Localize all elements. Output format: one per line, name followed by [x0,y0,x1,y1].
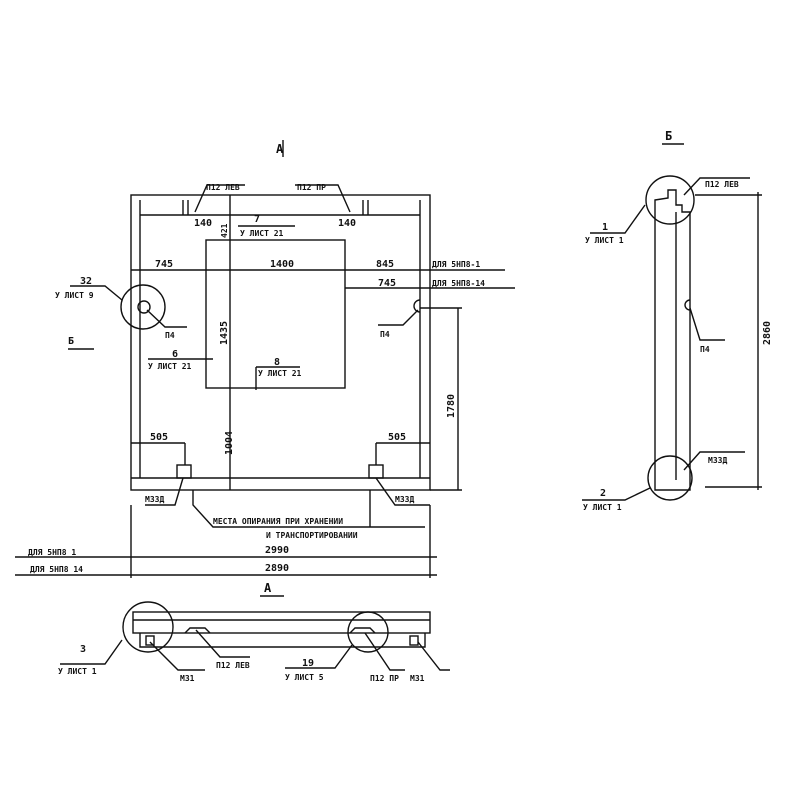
label-p12-left-view-a: П12 ЛЕВ [216,661,250,670]
callout-2-sheet: У ЛИСТ 1 [583,503,622,512]
slab-rib [139,633,426,648]
detail-circle-19 [347,611,389,653]
label-p12-left: П12 ЛЕВ [206,183,240,192]
leader [689,307,725,341]
detail-circle-3 [122,601,174,653]
detail-circle-32 [120,284,166,330]
label-m33d-view-b: М33Д [708,456,727,465]
dim-140-right: 140 [338,218,356,229]
opening [205,239,346,389]
callout-32-sheet: У ЛИСТ 9 [55,291,94,300]
dim-421: 421 [220,223,229,238]
leader [295,184,351,213]
view-a-title: А [264,581,272,595]
leader [70,285,123,301]
dim-2990: 2990 [265,545,289,556]
callout-3-sheet: У ЛИСТ 1 [58,667,97,676]
label-p4-left: П4 [165,331,175,340]
leader [364,632,405,671]
callout-1-number: 1 [602,222,608,233]
section-a-marker: А [276,142,284,156]
slab-side-profile [654,189,691,491]
dim-1400: 1400 [270,259,294,270]
callout-6-number: 6 [172,349,178,360]
dim-845: 845 [376,259,394,270]
callout-2-number: 2 [600,488,606,499]
dim-745-right: 745 [378,278,396,289]
callout-1-sheet: У ЛИСТ 1 [585,236,624,245]
leader [195,629,250,658]
label-for-5np8-1: ДЛЯ 5НП8-1 [432,260,480,269]
label-m33d-left: М33Д [145,495,164,504]
label-p4-view-b: П4 [700,345,710,354]
leader [192,490,425,528]
view-a: А 3 У ЛИСТ 1 М31 П12 ЛЕВ 19 У ЛИСТ 5 П12… [58,581,450,683]
dim-1780: 1780 [446,394,457,418]
label-p12-right-view-a: П12 ПР [370,674,399,683]
label-for-5np8-14-total: ДЛЯ 5НП8 14 [30,565,83,574]
dim-505-right: 505 [388,432,406,443]
leader [417,641,450,671]
dim-2860: 2860 [762,321,773,345]
callout-6-sheet: У ЛИСТ 21 [148,362,192,371]
section-b-marker: Б [68,336,74,347]
label-for-5np8-14: ДЛЯ 5НП8-14 [432,279,485,288]
label-m33d-right: М33Д [395,495,414,504]
dim-745-left: 745 [155,259,173,270]
m33d-insert-icon [176,464,192,479]
leader [582,487,651,501]
detail-circle-1 [645,175,695,225]
dim-140-left: 140 [194,218,212,229]
view-b: Б П12 ЛЕВ 1 У ЛИСТ 1 П4 2860 М33Д 2 У ЛИ… [582,129,773,512]
leader [146,309,187,328]
leader [683,177,750,196]
label-m31-left: М31 [180,674,195,683]
leader [145,477,184,506]
leader [375,477,430,506]
dim-2890: 2890 [265,563,289,574]
label-for-5np8-1-total: ДЛЯ 5НП8 1 [28,548,76,557]
detail-circle-2 [647,455,693,501]
label-p12-right: П12 ПР [297,183,326,192]
p12-left-notch [184,627,211,634]
callout-7-number: 7 [254,214,260,225]
callout-8-number: 8 [274,357,280,368]
callout-19-sheet: У ЛИСТ 5 [285,673,324,682]
dim-505-left: 505 [150,432,168,443]
callout-8-sheet: У ЛИСТ 21 [258,369,302,378]
p12-right-notch [349,627,376,634]
leader [60,639,123,665]
callout-32-number: 32 [80,276,92,287]
dim-1004: 1004 [224,431,235,455]
m33d-insert-icon [368,464,384,479]
p4-loop-icon-side [684,299,691,311]
callout-19-number: 19 [302,658,314,669]
leader [149,641,205,671]
dim-1435: 1435 [219,321,230,345]
leader [590,204,646,234]
m31-insert-icon [145,635,155,646]
leader [378,309,419,326]
support-note-line-1: МЕСТА ОПИРАНИЯ ПРИ ХРАНЕНИИ [213,517,343,526]
label-p4-right: П4 [380,330,390,339]
leader [683,451,745,471]
plan-view: А П12 ЛЕВ П12 ПР 140 140 421 7 У ЛИСТ 21… [15,140,515,578]
label-m31-right: М31 [410,674,425,683]
p4-loop-icon [137,300,151,314]
view-b-title: Б [665,129,672,143]
p4-loop-icon-right [413,299,421,313]
callout-3-number: 3 [80,644,86,655]
m31-insert-icon [409,635,419,646]
plan-outline [130,194,431,491]
callout-7-sheet: У ЛИСТ 21 [240,229,284,238]
leader [285,644,353,669]
slab-section [132,611,431,634]
leader [194,184,245,213]
support-note-line-2: И ТРАНСПОРТИРОВАНИИ [266,531,358,540]
label-p12-left-view-b: П12 ЛЕВ [705,180,739,189]
